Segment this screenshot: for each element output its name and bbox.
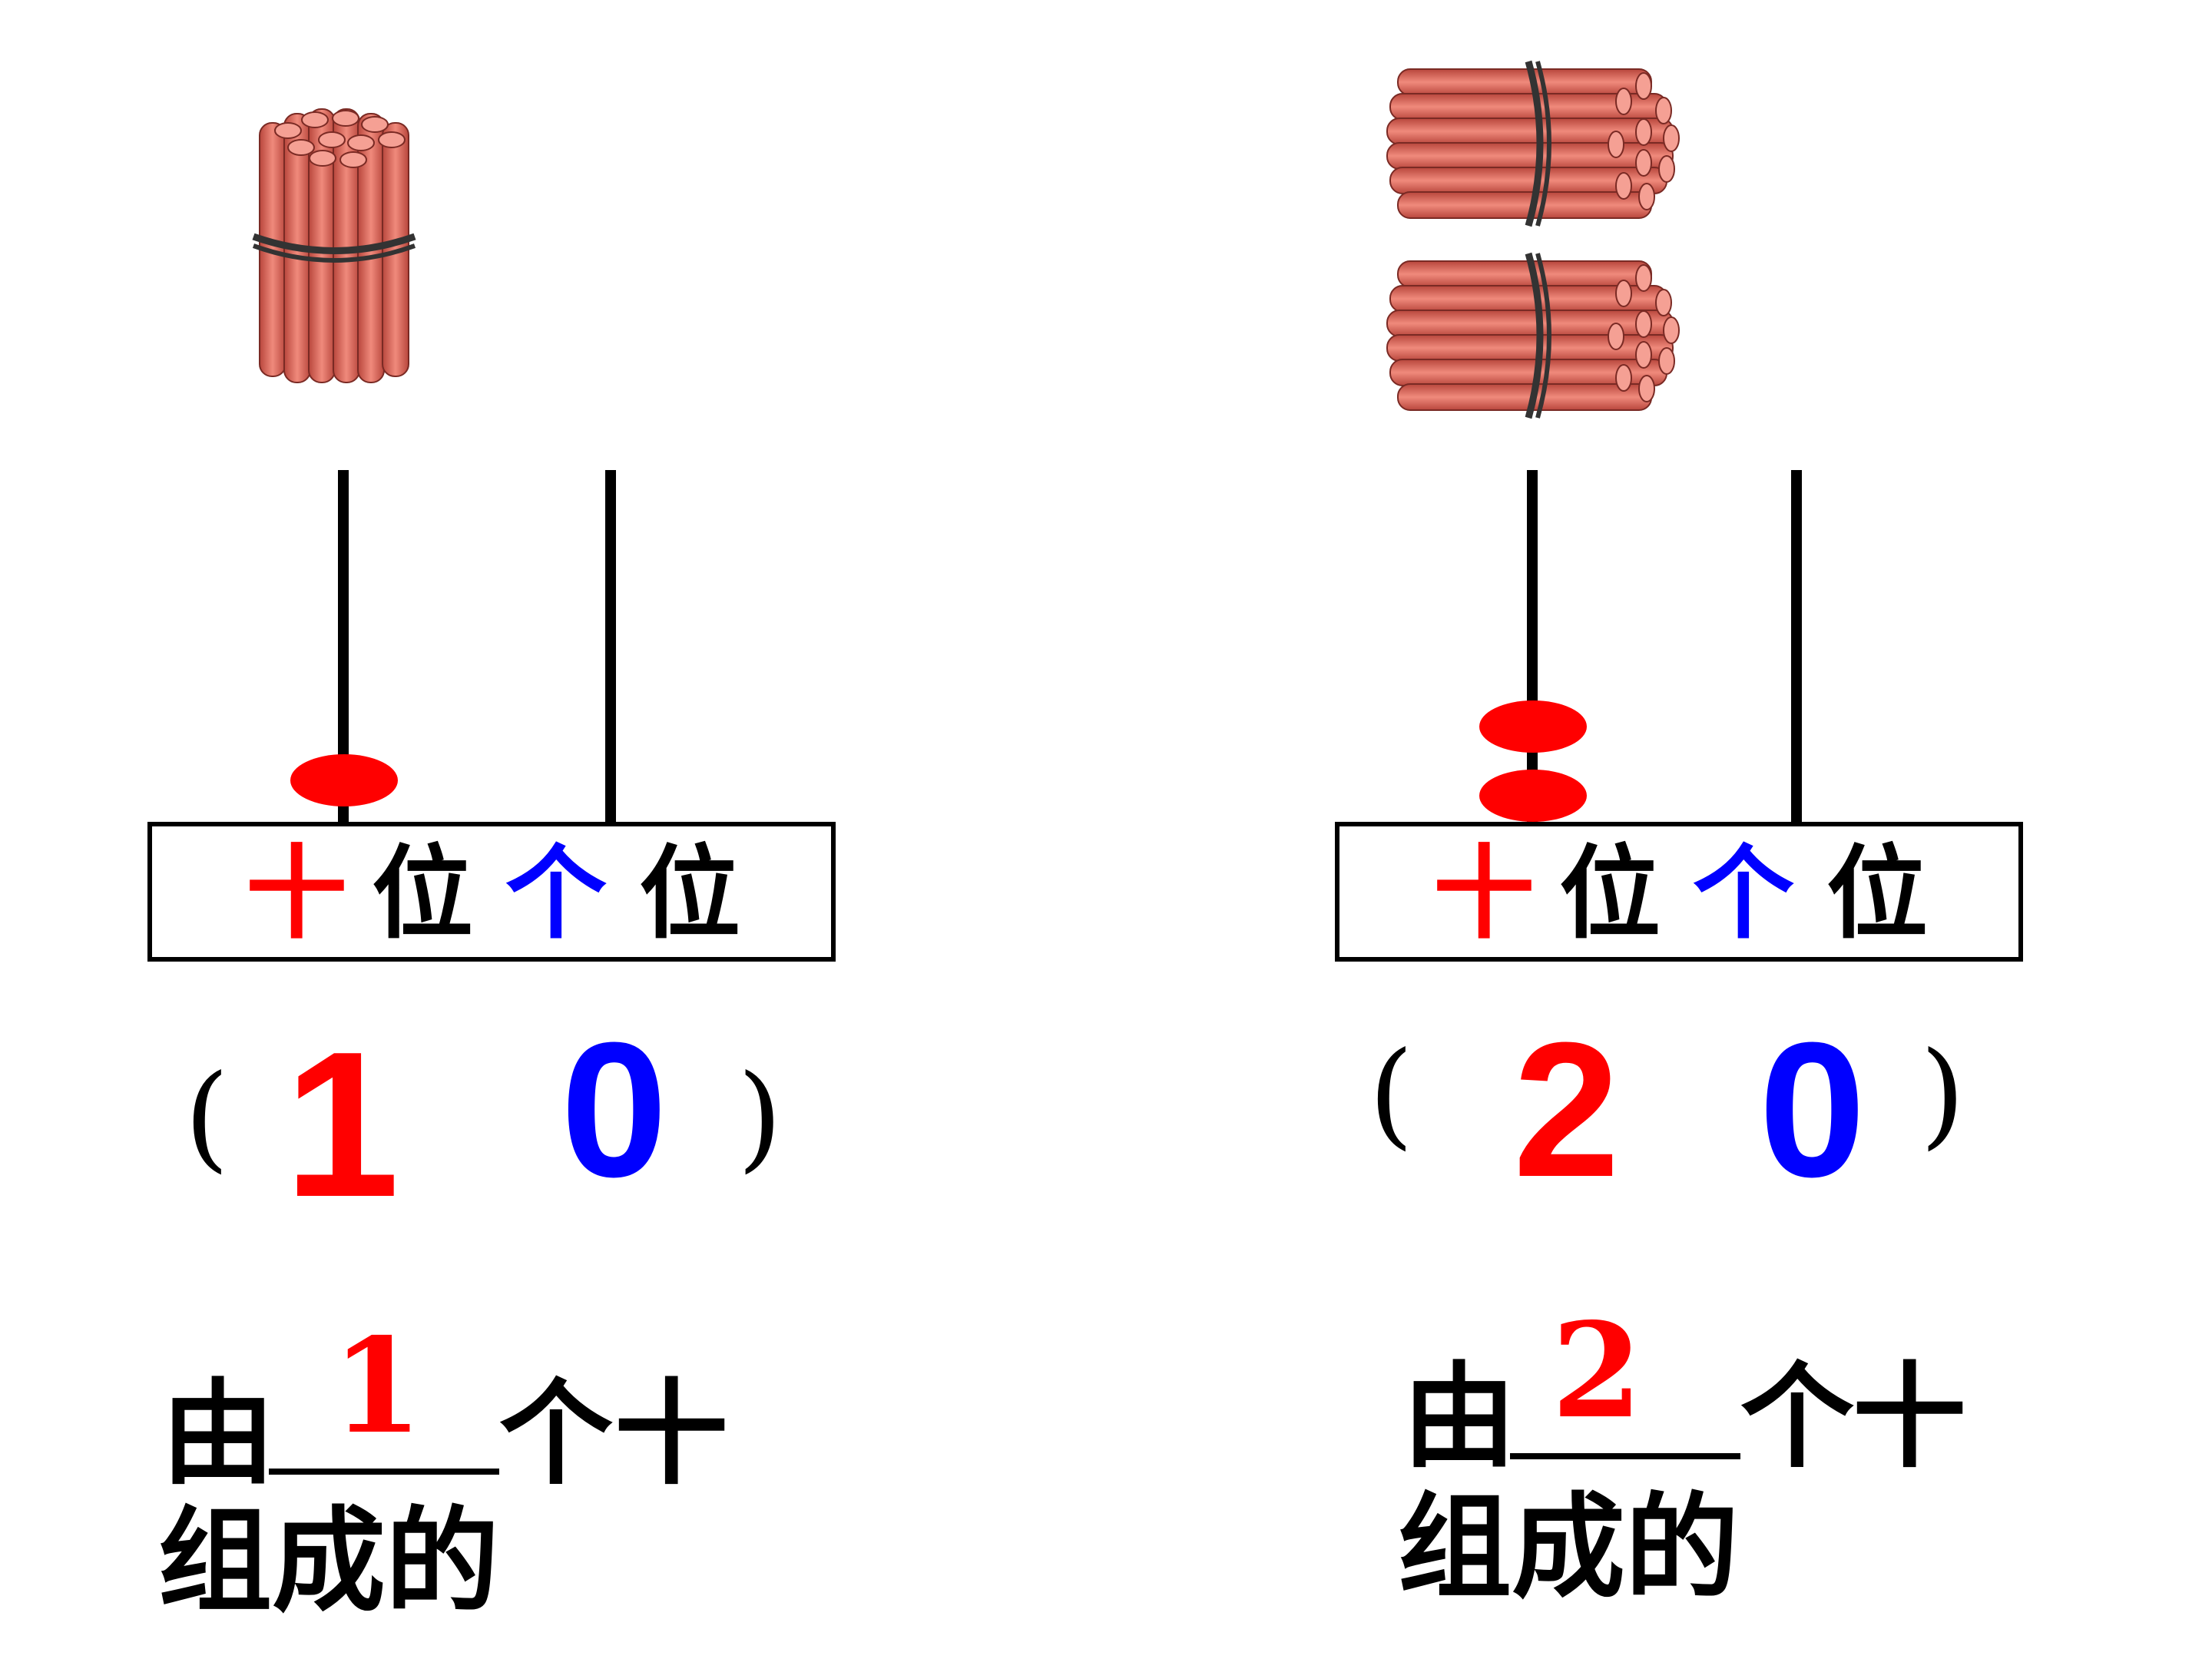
answer-blank-value[interactable]: 1 — [332, 1310, 423, 1463]
ones-digit: 0 — [561, 1002, 668, 1217]
ones-digit: 0 — [1759, 1002, 1866, 1217]
answer-blank-value[interactable]: 2 — [1551, 1294, 1643, 1448]
tens-wei-label: 位 — [372, 834, 473, 953]
tens-wei-label: 位 — [1559, 834, 1661, 953]
sentence-shi: 十 — [1853, 1349, 1966, 1483]
tens-bead-lower[interactable] — [1479, 770, 1587, 822]
sentence-shi: 十 — [614, 1366, 728, 1500]
stick-bundle-horizontal-bottom — [1386, 252, 1680, 419]
sentence-you: 由 — [161, 1366, 275, 1500]
place-value-box: 十 位 个 位 — [1335, 822, 2023, 962]
close-paren: ) — [737, 1051, 783, 1184]
open-paren: ( — [1369, 1028, 1414, 1161]
tens-label: 十 — [246, 834, 347, 953]
open-paren: ( — [184, 1051, 230, 1184]
ones-rod — [605, 470, 616, 825]
stick-bundle-horizontal-top — [1386, 60, 1680, 227]
sentence-you: 由 — [1402, 1349, 1516, 1483]
ones-label: 个 — [1693, 834, 1794, 953]
answer-blank-line — [269, 1469, 499, 1475]
close-paren: ) — [1920, 1028, 1965, 1161]
sentence-line2: 组成的 — [1398, 1480, 1739, 1614]
tens-digit: 2 — [1513, 1002, 1621, 1217]
place-value-box: 十 位 个 位 — [147, 822, 836, 962]
tens-label: 十 — [1433, 834, 1535, 953]
tens-rod — [338, 470, 349, 825]
ones-wei-label: 位 — [639, 834, 740, 953]
stick-bundle-vertical — [252, 108, 416, 383]
ones-label: 个 — [505, 834, 607, 953]
ones-wei-label: 位 — [1826, 834, 1928, 953]
sentence-ge: 个 — [499, 1366, 613, 1500]
tens-digit: 1 — [284, 1009, 400, 1240]
answer-blank-line — [1510, 1453, 1740, 1459]
tens-bead[interactable] — [290, 754, 398, 806]
tens-bead-upper[interactable] — [1479, 700, 1587, 753]
sentence-line2: 组成的 — [158, 1494, 499, 1628]
ones-rod — [1791, 470, 1802, 825]
sentence-ge: 个 — [1740, 1349, 1854, 1483]
